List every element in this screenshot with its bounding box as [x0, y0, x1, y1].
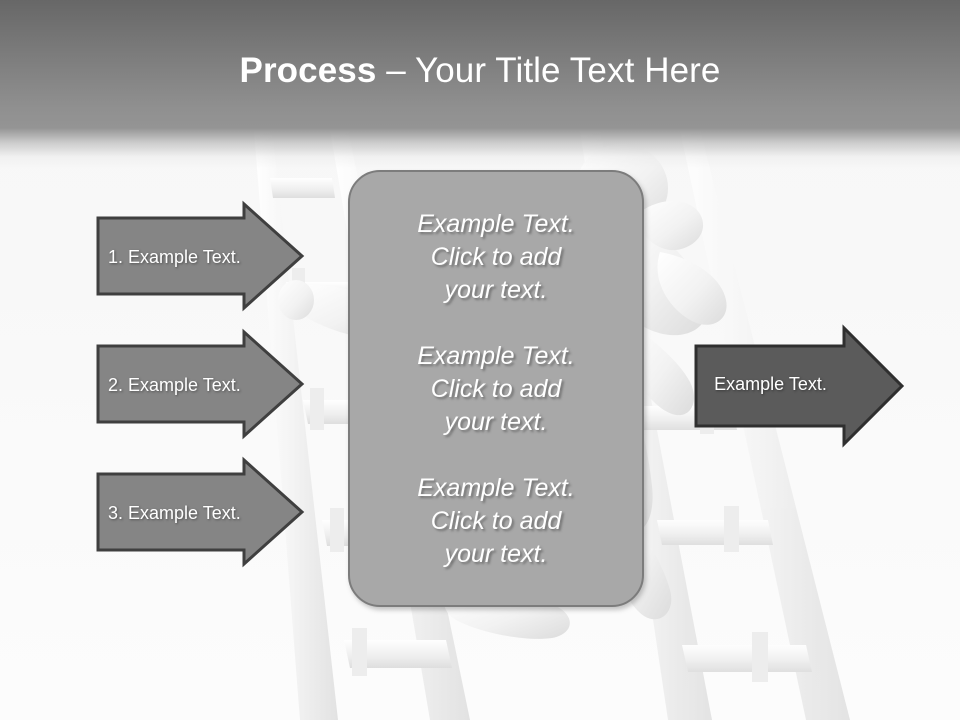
process-step-arrow-2[interactable]: 2. Example Text. [96, 328, 306, 440]
process-step-arrow-3[interactable]: 3. Example Text. [96, 456, 306, 568]
title-banner [0, 0, 960, 128]
center-text-block-2: Example Text. Click to add your text. [417, 342, 575, 436]
page-title: Process – Your Title Text Here [0, 50, 960, 92]
center-text-block-1: Example Text. Click to add your text. [417, 210, 575, 304]
page-title-bold: Process [239, 51, 377, 90]
title-banner-fade [0, 128, 960, 168]
center-text-block-3: Example Text. Click to add your text. [417, 474, 575, 568]
process-result-arrow[interactable] [694, 324, 906, 448]
process-step-arrow-1[interactable]: 1. Example Text. [96, 200, 306, 312]
page-title-rest: – Your Title Text Here [376, 51, 721, 90]
center-content-panel[interactable]: Example Text. Click to add your text. Ex… [348, 170, 644, 607]
